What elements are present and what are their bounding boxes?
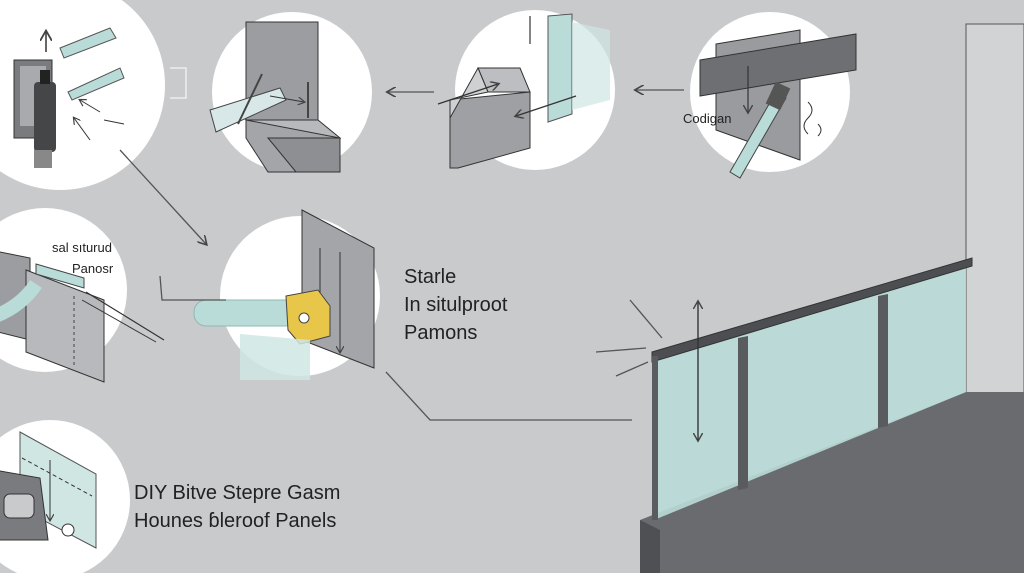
step-circle-install xyxy=(690,12,857,179)
label-center-1: Starle xyxy=(404,266,457,288)
label-center-3: Pamons xyxy=(404,322,478,344)
step-circle-clamp xyxy=(193,209,380,380)
connector-lines xyxy=(119,67,684,421)
title-line-1: DIY Bitve Stepre Gasm xyxy=(134,482,341,504)
label-step-left-1: sal sıturud xyxy=(52,240,112,255)
step-circle-block xyxy=(437,10,615,170)
step-circle-tools xyxy=(0,0,165,190)
label-center-2: In situlproot xyxy=(404,294,508,316)
step-circle-cutting xyxy=(209,12,372,173)
step-circle-assembly xyxy=(0,420,130,573)
title-line-2: Hounes ɓleroof Panels xyxy=(134,510,337,532)
label-step-left-2: Panosr xyxy=(72,261,114,276)
label-codigan: Codigan xyxy=(683,111,732,126)
balcony-scene xyxy=(640,23,1024,573)
step-circle-panel xyxy=(0,208,165,383)
